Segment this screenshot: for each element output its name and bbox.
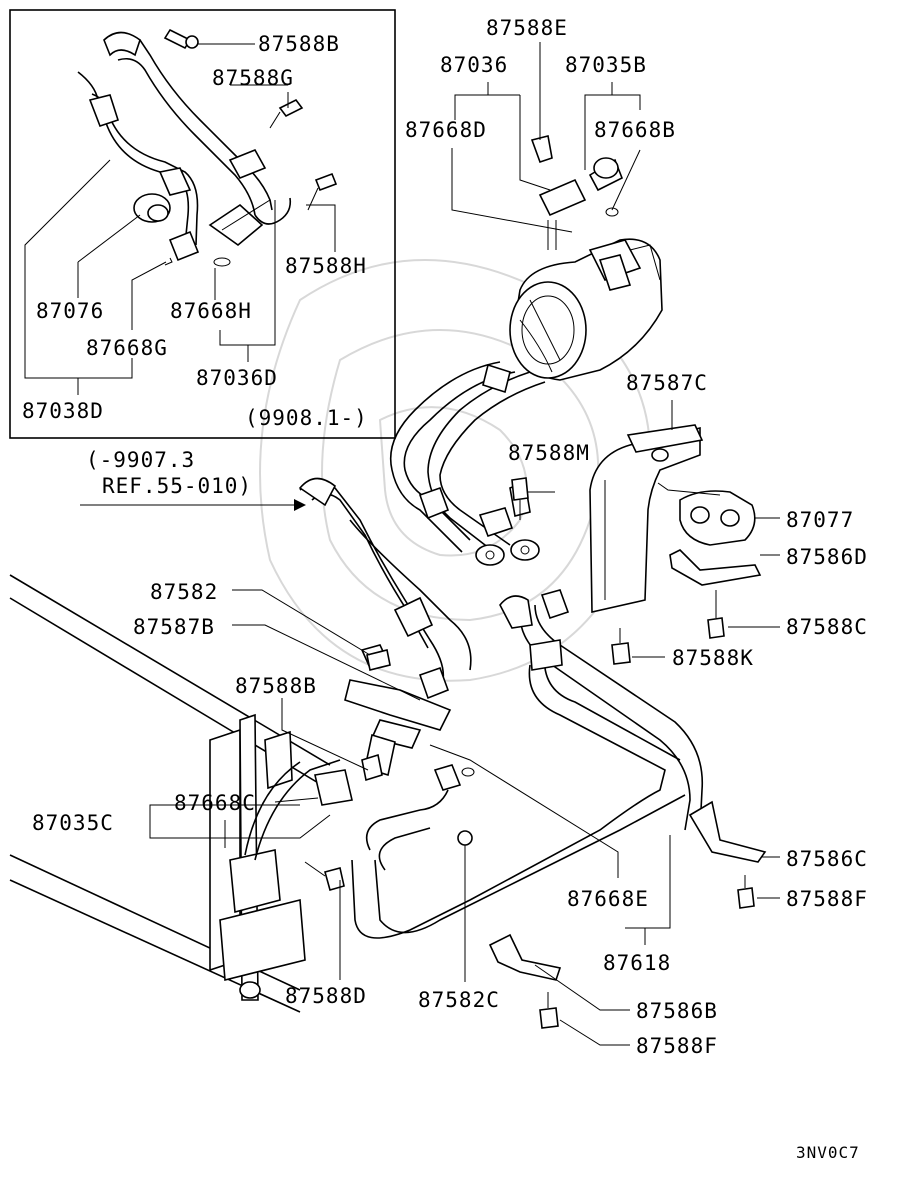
label-87587B: 87587B (133, 615, 215, 639)
part-labels: 87588B 87588G 87588H 87076 87668H 87668G… (22, 16, 868, 1162)
label-ref: REF.55-010) (102, 474, 252, 498)
bracket-87586C (688, 800, 767, 863)
label-87586B: 87586B (636, 999, 718, 1023)
label-87668H: 87668H (170, 299, 252, 323)
inset-leaders (24, 43, 336, 395)
bracket-87586D (669, 549, 762, 586)
label-87668G: 87668G (86, 336, 168, 360)
label-87036: 87036 (440, 53, 508, 77)
label-87035C: 87035C (32, 811, 114, 835)
ref-arrow-icon (294, 499, 306, 511)
label-87588C: 87588C (786, 615, 868, 639)
label-87588G: 87588G (212, 66, 294, 90)
label-87038D: 87038D (22, 399, 104, 423)
label-87076: 87076 (36, 299, 104, 323)
label-87618: 87618 (603, 951, 671, 975)
label-87588B-inset: 87588B (258, 32, 340, 56)
label-87582C: 87582C (418, 988, 500, 1012)
label-87668D: 87668D (405, 118, 487, 142)
label-87588F-2: 87588F (636, 1034, 718, 1058)
label-9908: (9908.1-) (245, 406, 368, 430)
label-87588M: 87588M (508, 441, 590, 465)
condenser (9, 574, 353, 1013)
compressor-leaders (451, 42, 641, 233)
label-87588F-1: 87588F (786, 887, 868, 911)
main-leaders (80, 400, 780, 1046)
label-87588B-main: 87588B (235, 674, 317, 698)
inset-hose-assembly (77, 28, 338, 267)
refrigerant-pipes (351, 589, 704, 939)
label-87586D: 87586D (786, 545, 868, 569)
diagram-code: 3NV0C7 (796, 1143, 860, 1162)
bolts (304, 477, 755, 1029)
label-87586C: 87586C (786, 847, 868, 871)
label-9907: (-9907.3 (86, 448, 195, 472)
compressor (509, 135, 663, 381)
label-87588E: 87588E (486, 16, 568, 40)
label-87587C: 87587C (626, 371, 708, 395)
label-87036D: 87036D (196, 366, 278, 390)
clamp-87077 (679, 490, 756, 546)
label-87582: 87582 (150, 580, 218, 604)
bracket-87587C (589, 424, 704, 613)
label-87077: 87077 (786, 508, 854, 532)
label-87035B: 87035B (565, 53, 647, 77)
label-87588D: 87588D (285, 984, 367, 1008)
label-87668B: 87668B (594, 118, 676, 142)
inset-frame (9, 9, 396, 439)
label-87588K: 87588K (672, 646, 754, 670)
label-87668C: 87668C (174, 791, 256, 815)
label-87588H: 87588H (285, 254, 367, 278)
label-87668E: 87668E (567, 887, 649, 911)
bracket-87586B (488, 933, 562, 981)
